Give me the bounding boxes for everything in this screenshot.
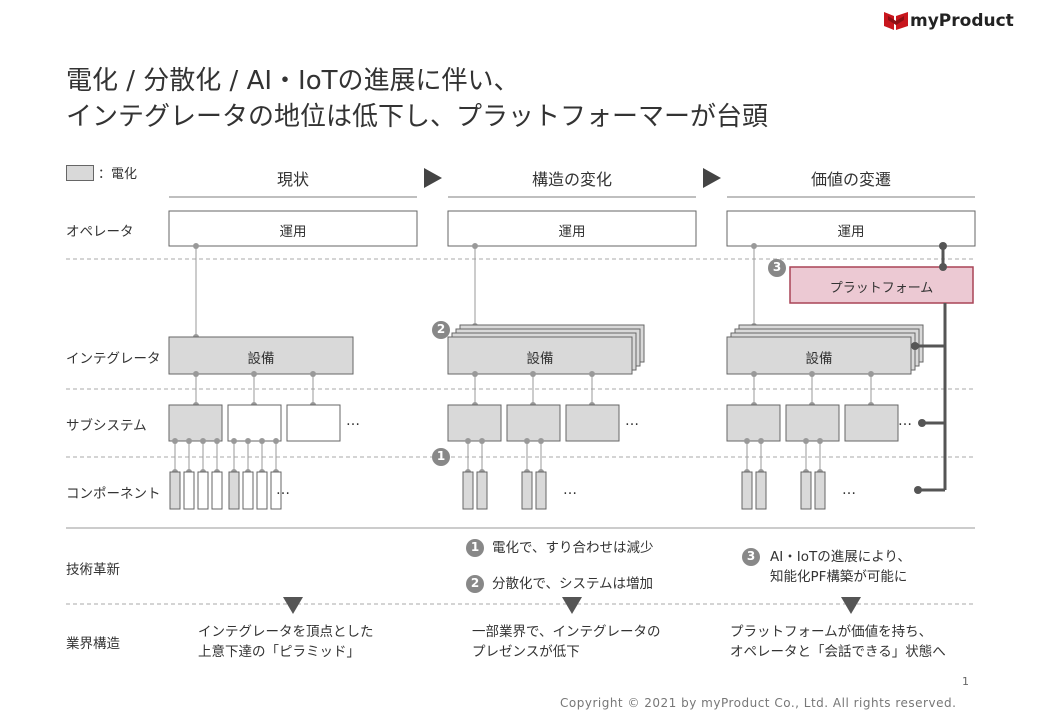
marker-1: 1	[436, 449, 446, 463]
column-structure-change	[447, 210, 697, 510]
legend-swatch	[66, 165, 94, 181]
tech-item-3-line-1: AI・IoTの進展により、	[770, 549, 911, 565]
ellipsis: …	[842, 482, 856, 498]
row-label-integrator: インテグレータ	[66, 351, 161, 367]
platform-label: プラットフォーム	[829, 281, 934, 296]
down-triangle-icon	[562, 597, 582, 614]
down-triangle-icon	[283, 597, 303, 614]
legend-label: ：電化	[98, 167, 138, 182]
platform-box	[789, 266, 974, 304]
industry-structure-line-2: プレゼンスが低下	[472, 644, 580, 660]
equipment-box-structure: 設備	[526, 351, 554, 367]
marker-icon	[432, 259, 786, 593]
brand-logo: myProduct	[884, 10, 1034, 32]
arrow-right-icon	[424, 168, 442, 188]
ellipsis: …	[898, 413, 912, 429]
title-line-2: インテグレータの地位は低下し、プラットフォーマーが台頭	[66, 102, 769, 132]
operation-box-structure: 運用	[558, 224, 586, 240]
ellipsis: …	[276, 482, 290, 498]
arrow-right-icon	[703, 168, 721, 188]
tech-marker-2: 2	[470, 576, 480, 590]
column-current	[168, 210, 418, 510]
ellipsis: …	[563, 482, 577, 498]
row-label-industry: 業界構造	[66, 636, 120, 652]
marker-3: 3	[772, 260, 782, 274]
column-header-current: 現状	[276, 170, 309, 189]
column-header-value-shift: 価値の変遷	[810, 170, 891, 189]
logo-text: myProduct	[910, 11, 1014, 31]
column-value-shift	[726, 210, 976, 510]
tech-marker-1: 1	[470, 540, 480, 554]
down-triangle-icon	[841, 597, 861, 614]
tech-marker-3: 3	[746, 549, 756, 563]
column-header-structure-change: 構造の変化	[531, 170, 612, 189]
tech-item-1: 電化で、すり合わせは減少	[492, 540, 654, 556]
equipment-box-current: 設備	[247, 351, 275, 367]
row-label-operator: オペレータ	[66, 224, 134, 240]
operation-box-current: 運用	[279, 224, 307, 240]
industry-current-line-2: 上意下達の「ピラミッド」	[198, 644, 360, 660]
equipment-box-value: 設備	[805, 351, 833, 367]
operation-box-value: 運用	[837, 224, 865, 240]
tech-item-3-line-2: 知能化PF構築が可能に	[770, 569, 908, 585]
copyright: Copyright © 2021 by myProduct Co., Ltd. …	[560, 696, 957, 710]
tech-item-2: 分散化で、システムは増加	[492, 576, 654, 592]
industry-value-line-2: オペレータと「会話できる」状態へ	[730, 644, 946, 660]
ellipsis: …	[346, 413, 360, 429]
row-label-component: コンポーネント	[66, 486, 161, 502]
industry-value-line-1: プラットフォームが価値を持ち、	[730, 624, 933, 640]
marker-2: 2	[436, 322, 446, 336]
logo-mark-icon	[884, 12, 908, 30]
ellipsis: …	[625, 413, 639, 429]
row-label-subsystem: サブシステム	[66, 418, 147, 434]
industry-structure-line-1: 一部業界で、インテグレータの	[472, 624, 661, 640]
page-number: 1	[962, 675, 969, 688]
title-line-1: 電化 / 分散化 / AI・IoTの進展に伴い、	[66, 66, 520, 96]
row-label-tech: 技術革新	[66, 562, 120, 578]
industry-current-line-1: インテグレータを頂点とした	[198, 624, 374, 640]
